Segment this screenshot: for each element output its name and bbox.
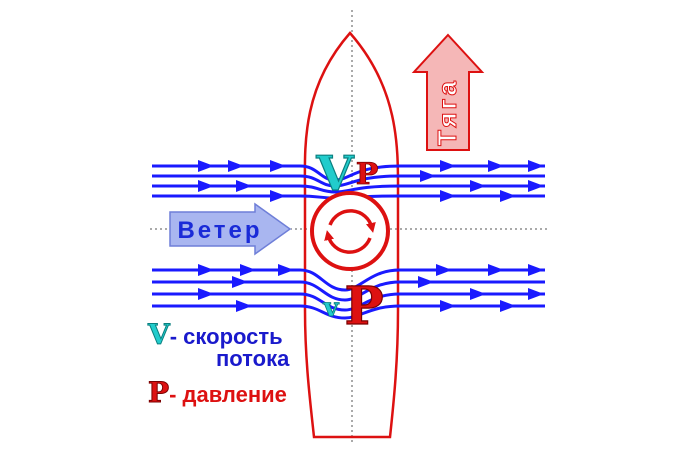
arrowhead (240, 264, 256, 276)
arrowhead (470, 288, 486, 300)
flow-arrows (198, 160, 544, 312)
thrust-arrow: Тяга (411, 33, 485, 151)
arrowhead (270, 160, 286, 172)
thrust-arrow-shape (411, 33, 485, 151)
arrowhead (232, 276, 248, 288)
arrowhead (528, 288, 544, 300)
arrowhead (236, 300, 252, 312)
rotor-outer-ring (310, 191, 390, 271)
arrowhead (436, 264, 452, 276)
thrust-label: Тяга (432, 78, 462, 146)
arrowhead (500, 190, 516, 202)
wind-arrow: Ветер (169, 202, 292, 256)
arrowhead (198, 288, 214, 300)
rotation-arrow-top (328, 209, 376, 233)
wind-arrow-shape (169, 202, 292, 256)
arrowhead (528, 160, 544, 172)
legend-pressure-symbol: P (147, 376, 170, 410)
arrowhead (228, 160, 244, 172)
arrowhead (440, 160, 456, 172)
wind-label: Ветер (177, 217, 262, 244)
flow-line (152, 164, 545, 182)
bottom-flow-lines (152, 268, 545, 320)
arrowhead (270, 190, 286, 202)
arrowhead (420, 170, 436, 182)
arrowhead (440, 190, 456, 202)
arrowhead (440, 300, 456, 312)
legend-pressure-text: - давление (169, 382, 287, 407)
flow-line (152, 280, 545, 302)
arrowhead (528, 264, 544, 276)
flow-line (152, 174, 545, 188)
flow-line (152, 304, 545, 320)
arrowhead (528, 180, 544, 192)
arrowhead (488, 264, 504, 276)
arrowhead (488, 160, 504, 172)
arrowhead (470, 180, 486, 192)
arrowhead (236, 180, 252, 192)
rotor (310, 191, 390, 271)
legend-velocity: V- скорость (148, 318, 283, 352)
legend-pressure: P- давление (147, 376, 287, 410)
velocity-symbol-bottom: v (322, 293, 339, 323)
arrowhead (278, 264, 294, 276)
legend-velocity-line2: потока (216, 346, 289, 372)
flow-line (152, 268, 545, 292)
legend-velocity-symbol: V (148, 318, 171, 352)
arrowhead (198, 264, 214, 276)
pressure-symbol-top: P (356, 157, 379, 192)
pressure-symbol-bottom: P (344, 276, 383, 337)
legend-velocity-text: - скорость (169, 324, 283, 349)
arrowhead (198, 160, 214, 172)
arrowhead (198, 180, 214, 192)
rotation-arrow-bottom (324, 230, 372, 254)
arrowhead (418, 276, 434, 288)
velocity-symbol-top: V (315, 146, 354, 202)
legend-velocity-text-line2: потока (216, 346, 290, 371)
vessel-hull (303, 31, 400, 439)
arrowhead (500, 300, 516, 312)
flow-line (152, 292, 545, 312)
flow-line (152, 184, 545, 194)
